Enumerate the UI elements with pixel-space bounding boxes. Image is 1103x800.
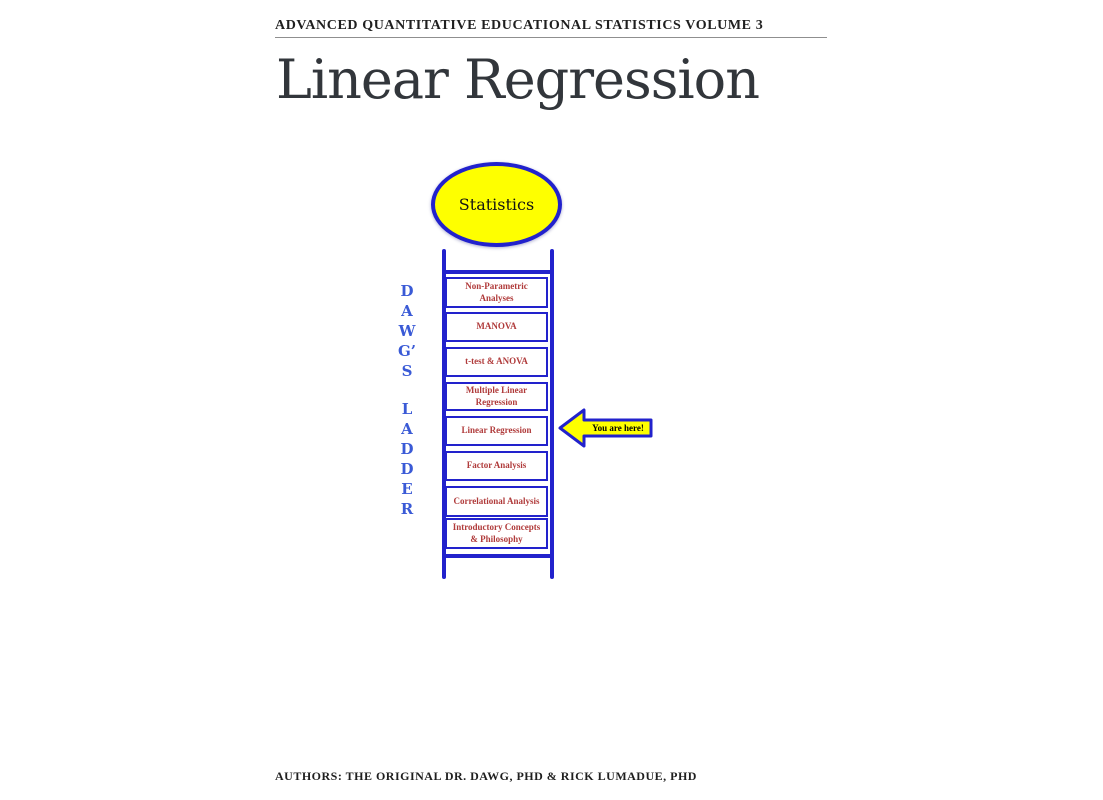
ladder-rung-correlational-analysis: Correlational Analysis bbox=[445, 486, 548, 517]
you-are-here-arrow: You are here! bbox=[558, 408, 653, 448]
page-title: Linear Regression bbox=[276, 48, 760, 111]
ladder-rung-introductory-concepts: Introductory Concepts & Philosophy bbox=[445, 518, 548, 549]
ladder-top-rung bbox=[442, 270, 554, 274]
header-rule bbox=[275, 37, 827, 38]
ladder-rung-multiple-linear-regression: Multiple Linear Regression bbox=[445, 382, 548, 411]
you-are-here-label: You are here! bbox=[592, 423, 644, 433]
ladder-bottom-rung bbox=[442, 554, 554, 558]
statistics-node-label: Statistics bbox=[458, 195, 535, 214]
ladder-rung-factor-analysis: Factor Analysis bbox=[445, 451, 548, 481]
ladder-rung-linear-regression: Linear Regression bbox=[445, 416, 548, 446]
ladder-rung-manova: MANOVA bbox=[445, 312, 548, 342]
ladder-rail-left bbox=[442, 249, 446, 579]
ladder-rail-right bbox=[550, 249, 554, 579]
volume-header: ADVANCED QUANTITATIVE EDUCATIONAL STATIS… bbox=[275, 18, 764, 33]
ladder-rung-t-test-anova: t-test & ANOVA bbox=[445, 347, 548, 377]
authors-footer: AUTHORS: THE ORIGINAL DR. DAWG, PHD & RI… bbox=[275, 769, 697, 783]
ladder-side-label-dawgs: D A W G’ S bbox=[397, 282, 417, 380]
ladder-side-label-ladder: L A D D E R bbox=[400, 400, 414, 518]
ladder-rung-non-parametric-analyses: Non-Parametric Analyses bbox=[445, 277, 548, 308]
statistics-node: Statistics bbox=[431, 162, 562, 247]
left-arrow-icon bbox=[558, 408, 653, 448]
